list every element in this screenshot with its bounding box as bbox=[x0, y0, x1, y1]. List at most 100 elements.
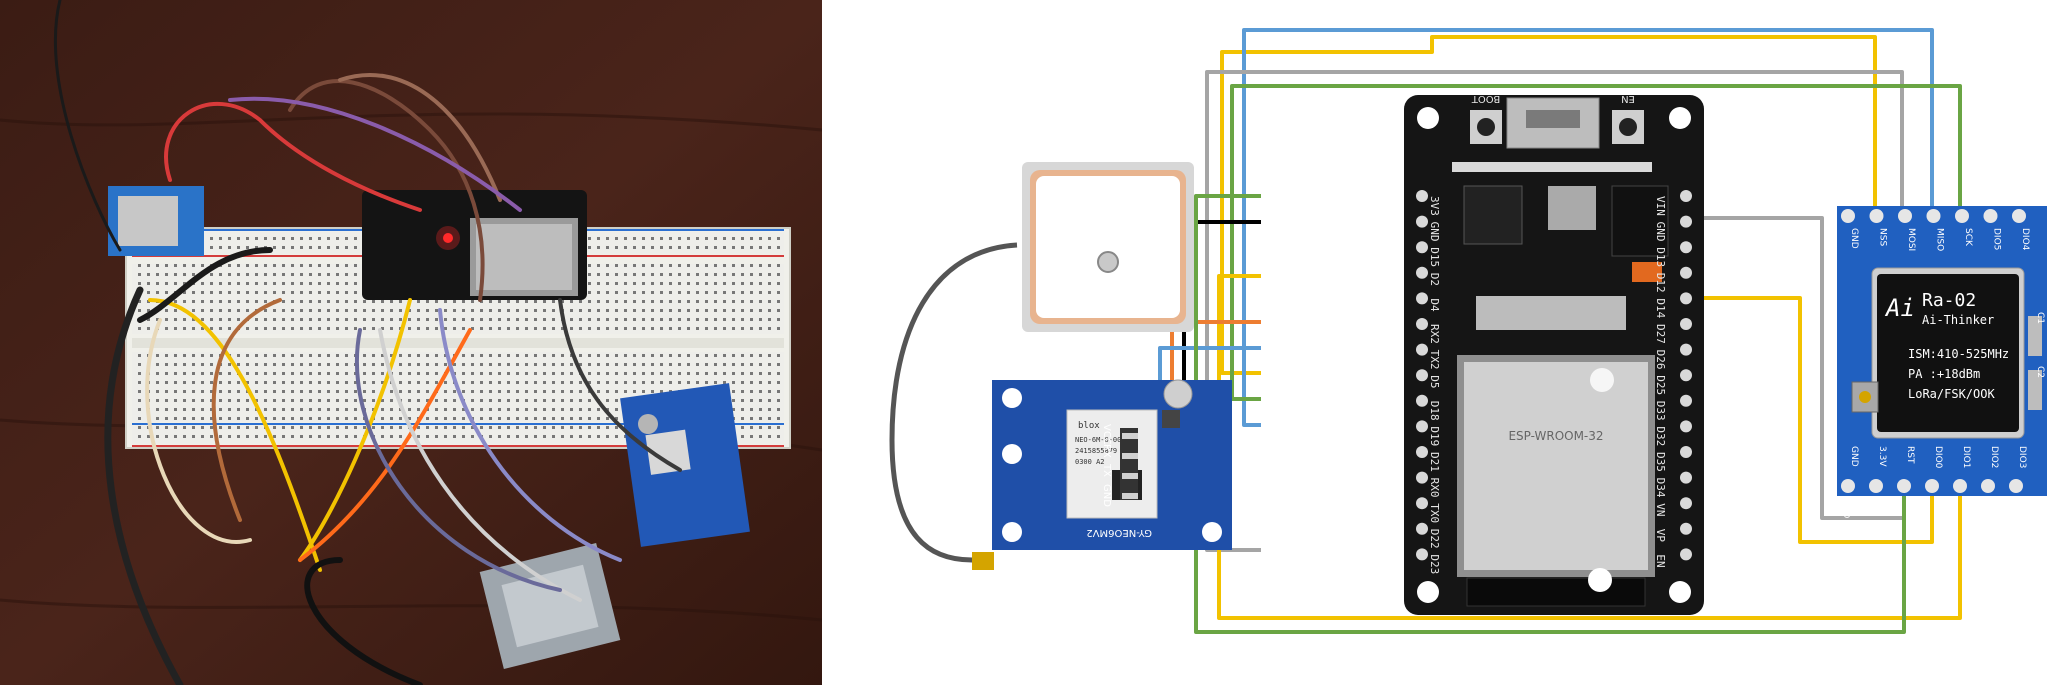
lora-bottom-pin bbox=[1841, 479, 1855, 493]
gps-pin bbox=[1122, 473, 1138, 479]
gps-module-name: GY-NEO6MV2 bbox=[1086, 527, 1152, 538]
esp32-left-pin bbox=[1416, 266, 1428, 279]
esp32-right-header: VINGNDD13D12D14D27D26D25D33D32D35D34VNVP… bbox=[1654, 190, 1692, 568]
gps-pin-label: GND bbox=[1101, 484, 1112, 507]
esp32-right-pin-label: EN bbox=[1654, 554, 1667, 567]
esp32-right-pin bbox=[1680, 548, 1692, 561]
lora-top-pin bbox=[1955, 209, 1969, 223]
lora-bottom-pin-label: DIO2 bbox=[1989, 446, 1999, 468]
lora-top-pin-label: SCK bbox=[1963, 228, 1973, 247]
gps-antenna-connector bbox=[972, 552, 994, 570]
esp32-left-pin bbox=[1416, 471, 1428, 484]
gps-module: blox NEO-6M-0-001 2415855879 0300 A2 VCC… bbox=[972, 379, 1232, 570]
lora-top-pin-label: NSS bbox=[1878, 228, 1888, 246]
boot-label: BOOT bbox=[1471, 93, 1500, 104]
photo-lora-module bbox=[108, 186, 204, 256]
esp32-right-pin-label: D33 bbox=[1654, 401, 1667, 421]
gps-pin bbox=[1122, 453, 1138, 459]
gps-pin-label: RX bbox=[1101, 444, 1112, 458]
wiring-diagram-svg: blox NEO-6M-0-001 2415855879 0300 A2 VCC… bbox=[889, 28, 2047, 634]
lora-top-pin-label: GND bbox=[1849, 228, 1859, 249]
esp32-left-header: 3V3GNDD15D2D4RX2TX2D5D18D19D21RX0TX0D22D… bbox=[1416, 190, 1441, 574]
esp32-left-pin bbox=[1416, 215, 1428, 228]
wire-yellow-dio0 bbox=[1217, 274, 1962, 620]
lora-top-pin bbox=[2012, 209, 2026, 223]
esp32-right-pin-label: D34 bbox=[1654, 478, 1667, 498]
lora-spec1: ISM:410-525MHz bbox=[1908, 347, 2009, 361]
esp32-board: BOOT EN ESP-WROOM-32 3V bbox=[1404, 93, 1704, 615]
gps-pin bbox=[1122, 493, 1138, 499]
breadboard-photo-illustration bbox=[0, 0, 822, 685]
esp32-right-pin-label: GND bbox=[1654, 222, 1667, 242]
esp32-right-pin-label: D14 bbox=[1654, 298, 1667, 318]
esp32-left-pin bbox=[1416, 446, 1428, 458]
gps-chip-brand: blox bbox=[1078, 421, 1100, 431]
esp32-right-pin bbox=[1680, 497, 1692, 510]
lora-bottom-pin-label: DIO1 bbox=[1961, 446, 1971, 468]
esp32-right-pin-label: VP bbox=[1654, 529, 1667, 543]
wroom-module-text: ESP-WROOM-32 bbox=[1508, 429, 1603, 443]
esp32-left-pin-label: D23 bbox=[1428, 554, 1441, 574]
lora-top-pin bbox=[1841, 209, 1855, 223]
esp32-right-pin-label: VN bbox=[1654, 503, 1667, 516]
en-label: EN bbox=[1621, 93, 1635, 104]
wire-blue-miso bbox=[1242, 28, 1934, 427]
lora-bottom-pin-label: 3.3V bbox=[1877, 446, 1887, 467]
lora-bottom-pin-label: DIO3 bbox=[2017, 446, 2027, 468]
esp32-left-pin bbox=[1416, 318, 1428, 330]
photo-gps-module bbox=[620, 383, 750, 547]
esp32-left-pin bbox=[1416, 548, 1428, 561]
wire-yellow-nss bbox=[1220, 35, 1877, 375]
wire-yellow-dio-right bbox=[1684, 296, 1934, 544]
lora-bottom-pin bbox=[1925, 479, 1939, 493]
esp32-right-pin bbox=[1680, 266, 1692, 279]
esp32-right-pin bbox=[1680, 522, 1692, 535]
lora-brand: Ra-02 bbox=[1922, 290, 1976, 311]
esp32-left-pin bbox=[1416, 190, 1428, 202]
lora-top-pin bbox=[1926, 209, 1941, 223]
lora-maker: Ai-Thinker bbox=[1922, 313, 1994, 327]
esp32-left-pin-label: TX0 bbox=[1428, 503, 1441, 523]
gps-chip-model: NEO-6M-0-001 bbox=[1075, 436, 1126, 444]
esp32-left-pin-label: 3V3 bbox=[1428, 196, 1441, 216]
lora-side-c2: C2 bbox=[2035, 366, 2045, 378]
lora-top-pin-label: DIO4 bbox=[2020, 228, 2030, 251]
esp32-right-pin bbox=[1680, 292, 1692, 305]
esp32-right-pin bbox=[1680, 215, 1692, 228]
esp32-right-pin-label: VIN bbox=[1654, 196, 1667, 216]
esp32-right-pin bbox=[1680, 420, 1692, 433]
lora-side-c1: C1 bbox=[2035, 312, 2045, 324]
esp32-right-pin bbox=[1680, 471, 1692, 484]
esp32-right-pin bbox=[1680, 318, 1692, 330]
esp32-right-pin bbox=[1680, 394, 1692, 407]
esp32-left-pin bbox=[1416, 343, 1428, 356]
gps-chip-line3: 0300 A2 bbox=[1075, 458, 1105, 466]
wire-green-3v3 bbox=[1194, 194, 1906, 634]
esp32-right-pin bbox=[1680, 343, 1692, 356]
wire-green-sck bbox=[1230, 84, 1962, 401]
lora-bottom-pin bbox=[1953, 479, 1967, 493]
esp32-left-pin bbox=[1416, 522, 1428, 535]
esp32-right-pin-label: D26 bbox=[1654, 350, 1667, 370]
lora-bottom-pin-label: GND bbox=[1842, 500, 1851, 518]
esp32-left-pin-label: D22 bbox=[1428, 529, 1441, 549]
lora-top-pin bbox=[1869, 209, 1884, 223]
esp32-left-pin-label: GND bbox=[1428, 222, 1441, 242]
gps-pin bbox=[1122, 433, 1138, 439]
esp32-right-pin bbox=[1680, 369, 1692, 382]
lora-bottom-pin-label: DIO0 bbox=[1933, 446, 1943, 469]
esp32-left-pin-label: TX2 bbox=[1428, 350, 1441, 370]
esp32-right-pin-label: D12 bbox=[1654, 273, 1667, 293]
lora-bottom-pin-label: GND bbox=[1849, 446, 1859, 467]
esp32-right-pin bbox=[1680, 446, 1692, 458]
lora-ai-icon: Ai bbox=[1884, 294, 1915, 322]
lora-bottom-pin bbox=[2009, 479, 2023, 493]
esp32-right-pin-label: D25 bbox=[1654, 375, 1667, 395]
gps-antenna-cable bbox=[889, 242, 1018, 563]
esp32-left-pin bbox=[1416, 497, 1428, 510]
gps-pin-label: VCC bbox=[1101, 424, 1112, 445]
gps-antenna bbox=[1022, 162, 1194, 332]
